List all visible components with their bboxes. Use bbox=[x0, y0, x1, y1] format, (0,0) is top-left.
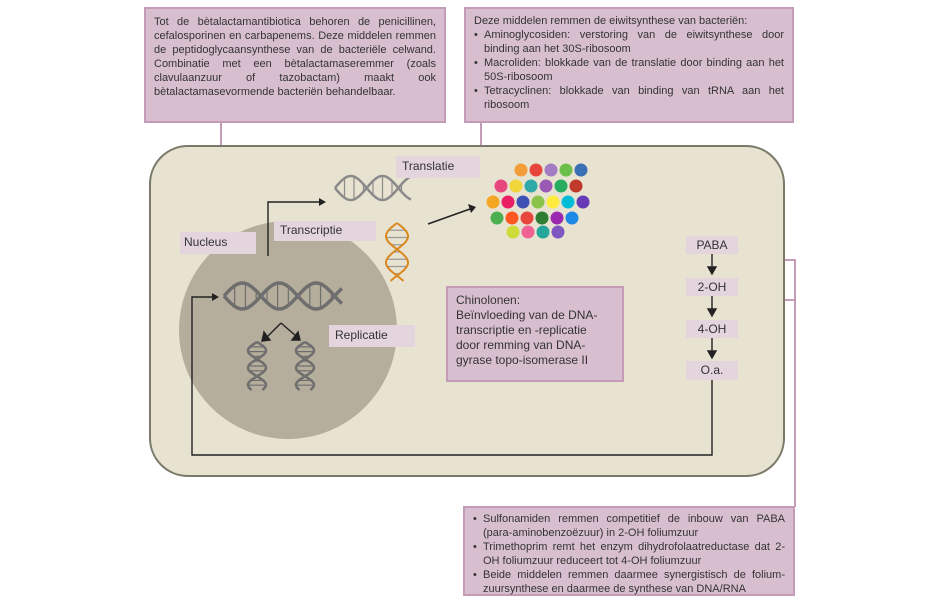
pathway-arrows bbox=[706, 254, 718, 360]
betalactam-callout: Tot de bètalactamantibiotica behoren de … bbox=[144, 7, 446, 123]
ribosome-bead bbox=[529, 163, 543, 177]
ribosome-bead bbox=[569, 179, 583, 193]
ribosome-bead bbox=[535, 211, 549, 225]
pathway-paba: PABA bbox=[686, 236, 738, 254]
ribosome-bead bbox=[494, 179, 508, 193]
ribosome-bead bbox=[501, 195, 515, 209]
chinolonen-title: Chinolonen: bbox=[456, 293, 521, 307]
daughter-dna-right bbox=[294, 340, 316, 391]
chinolonen-callout: Chinolonen: Beïnvloeding van de DNA- tra… bbox=[446, 286, 624, 382]
folate-list: Sulfonamiden remmen competitief de inbou… bbox=[473, 512, 785, 596]
protein-list: Aminoglycosiden: verstoring van de eiwit… bbox=[474, 28, 784, 112]
folate-item-synergie: Beide middelen remmen daarmee synergisti… bbox=[473, 568, 785, 596]
protein-item-tetracyclinen: Tetracyclinen: blokkade van binding van … bbox=[474, 84, 784, 112]
protein-synthesis-callout: Deze middelen remmen de eiwitsynthese va… bbox=[464, 7, 794, 123]
cytoplasm-dna-helix bbox=[334, 174, 412, 202]
ribosome-bead bbox=[546, 195, 560, 209]
ribosome-bead bbox=[559, 163, 573, 177]
folate-item-trimethoprim: Trimethoprim remt het enzym dihydrofolaa… bbox=[473, 540, 785, 568]
ribosome-bead bbox=[521, 225, 535, 239]
label-transcriptie: Transcriptie bbox=[274, 221, 376, 241]
ribosome-bead bbox=[524, 179, 538, 193]
mrna-strand bbox=[384, 222, 410, 282]
ribosome-bead bbox=[550, 211, 564, 225]
replication-arrows bbox=[261, 322, 301, 342]
daughter-dna-left bbox=[246, 340, 268, 391]
ribosome-bead bbox=[544, 163, 558, 177]
label-translatie: Translatie bbox=[396, 156, 480, 178]
transcription-arrowhead bbox=[319, 198, 326, 206]
nucleus-dna-helix bbox=[222, 281, 344, 311]
pathway-oa: O.a. bbox=[686, 361, 738, 380]
folate-callout: Sulfonamiden remmen competitief de inbou… bbox=[463, 506, 795, 596]
ribosome-bead bbox=[576, 195, 590, 209]
betalactam-text: Tot de bètalactamantibiotica behoren de … bbox=[154, 16, 436, 98]
feedback-loop bbox=[191, 296, 713, 456]
ribosome-bead bbox=[490, 211, 504, 225]
chinolonen-line-3: door remming van DNA- bbox=[456, 338, 586, 352]
chinolonen-line-4: gyrase topo-isomerase II bbox=[456, 353, 589, 367]
ribosome-bead bbox=[509, 179, 523, 193]
arrow-4oh-oa bbox=[706, 350, 718, 360]
pathway-4oh: 4-OH bbox=[686, 320, 738, 338]
ribosome-bead bbox=[574, 163, 588, 177]
ribosome-bead bbox=[506, 225, 520, 239]
ribosome-bead bbox=[551, 225, 565, 239]
protein-item-aminoglycosiden: Aminoglycosiden: verstoring van de eiwit… bbox=[474, 28, 784, 56]
dna-helices bbox=[222, 174, 412, 391]
transcription-arrow bbox=[267, 201, 320, 256]
ribosome-bead bbox=[539, 179, 553, 193]
feedback-arrowhead bbox=[212, 293, 219, 301]
folate-item-sulfonamiden: Sulfonamiden remmen competitief de inbou… bbox=[473, 512, 785, 540]
ribosome-bead bbox=[486, 195, 500, 209]
ribosome-bead bbox=[514, 163, 528, 177]
ribosome-bead bbox=[520, 211, 534, 225]
chinolonen-line-1: Beïnvloeding van de DNA- bbox=[456, 308, 598, 322]
pathway-2oh: 2-OH bbox=[686, 278, 738, 296]
arrow-2oh-4oh bbox=[706, 308, 718, 318]
chinolonen-line-2: transcriptie en -replicatie bbox=[456, 323, 587, 337]
protein-item-macroliden: Macroliden: blokkade van de translatie d… bbox=[474, 56, 784, 84]
ribosome-bead bbox=[565, 211, 579, 225]
ribosome-bead bbox=[505, 211, 519, 225]
protein-intro: Deze middelen remmen de eiwitsynthese va… bbox=[474, 15, 748, 27]
translation-arrow bbox=[427, 208, 471, 225]
translation-arrowhead bbox=[468, 204, 476, 213]
ribosome-bead bbox=[531, 195, 545, 209]
label-nucleus: Nucleus bbox=[180, 232, 256, 254]
ribosome-cluster bbox=[486, 163, 590, 239]
ribosome-bead bbox=[554, 179, 568, 193]
nucleus-region bbox=[179, 221, 397, 439]
arrow-paba-2oh bbox=[706, 266, 718, 276]
ribosome-bead bbox=[516, 195, 530, 209]
ribosome-bead bbox=[536, 225, 550, 239]
ribosome-bead bbox=[561, 195, 575, 209]
label-replicatie: Replicatie bbox=[329, 325, 415, 347]
